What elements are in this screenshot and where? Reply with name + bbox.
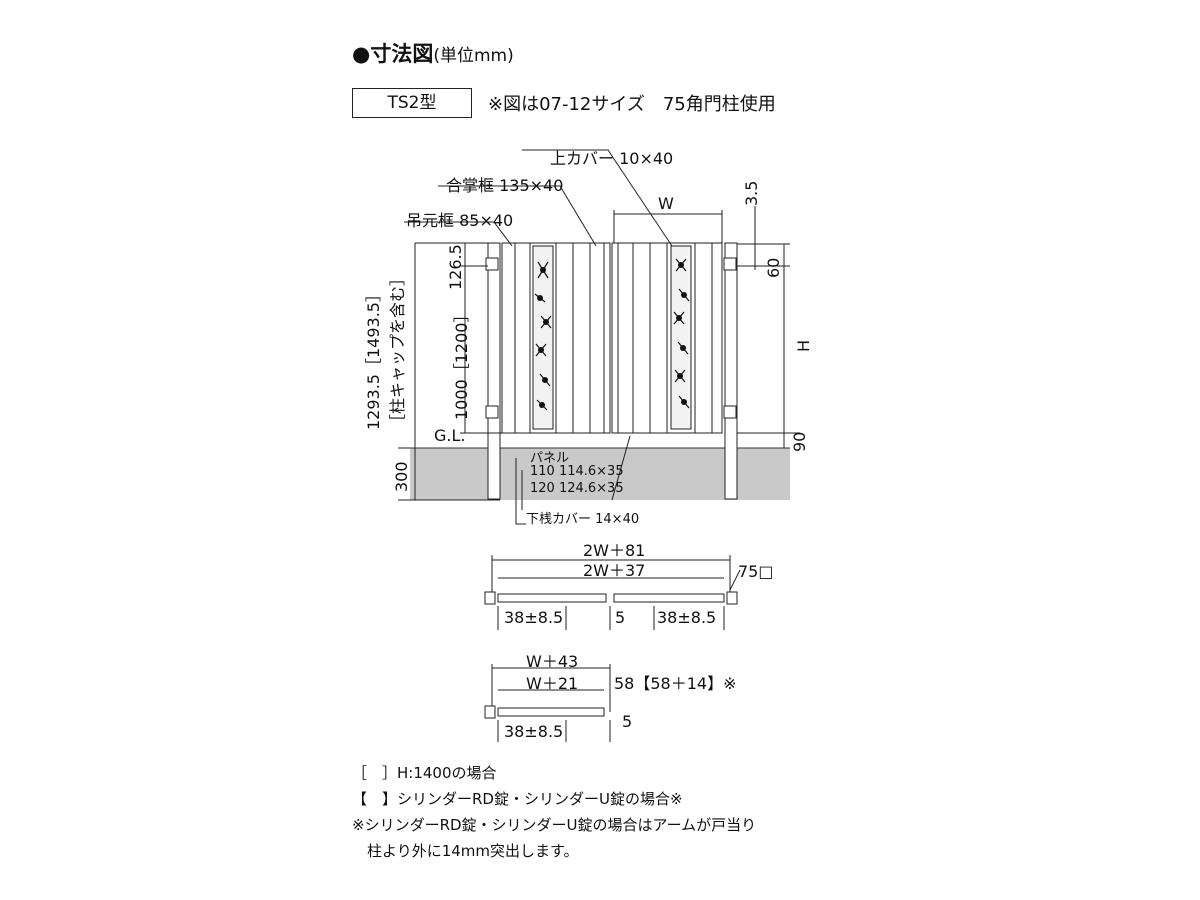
single-left-gap: 38±8.5: [504, 722, 564, 741]
single-outer-width: W＋43: [526, 652, 579, 671]
model-badge: TS2型: [352, 88, 472, 118]
panel-110-label: 110 114.6×35: [530, 464, 624, 479]
plan-post-size: 75□: [738, 562, 774, 581]
panel-label: パネル: [530, 451, 570, 466]
right-decorative-panel: [670, 245, 692, 430]
plan-left-post: [484, 591, 496, 605]
plan-inner-width: 2W＋37: [583, 561, 646, 580]
gap-top-label: 3.5: [742, 180, 761, 206]
legend-line-2: 【 】シリンダーRD錠・シリンダーU錠の場合※: [352, 790, 683, 808]
bottom-cover-label: 下桟カバー 14×40: [526, 512, 640, 527]
bottom-right-hinge: [723, 405, 737, 419]
plan-right-post: [726, 591, 738, 605]
bottom-offset-label: 90: [790, 431, 809, 452]
plan-center-gap: 5: [615, 608, 626, 627]
plan-single-leaf: [497, 707, 605, 717]
legend-line-3: ※シリンダーRD錠・シリンダーU錠の場合はアームが戸当り: [352, 816, 757, 834]
overall-height-note: ［柱キャップを含む］: [388, 269, 407, 430]
width-label: W: [658, 194, 674, 213]
height-label: H: [794, 339, 813, 352]
upper-dim-label: 126.5: [446, 244, 465, 290]
plan-left-leaf: [497, 593, 607, 603]
embed-depth-label: 300: [392, 461, 411, 492]
legend-line-4: 柱より外に14mm突出します。: [352, 842, 579, 860]
title-unit: (単位mm): [433, 46, 514, 66]
top-left-hinge: [485, 257, 499, 271]
single-gap: 5: [622, 712, 633, 731]
plan-single-post: [484, 705, 496, 719]
size-note: ※図は07-12サイズ 75角門柱使用: [488, 94, 776, 115]
plan-outer-width: 2W＋81: [583, 541, 646, 560]
legend-line-1: ［ ］H:1400の場合: [352, 764, 497, 782]
plan-right-leaf: [613, 593, 725, 603]
meeting-frame-label: 合掌框 135×40: [446, 176, 564, 195]
panel-120-label: 120 124.6×35: [530, 481, 624, 496]
right-post: [724, 242, 738, 500]
page-title: ●寸法図(単位mm): [352, 38, 514, 68]
ground-line-label: G.L.: [434, 426, 466, 445]
panel-height-label: 1000［1200］: [452, 306, 471, 420]
plan-right-gap: 38±8.5: [657, 608, 717, 627]
hinge-frame-label: 吊元框 85×40: [406, 211, 514, 230]
single-inner-width: W＋21: [526, 674, 579, 693]
left-decorative-panel: [532, 245, 554, 430]
left-post: [487, 242, 501, 500]
bottom-left-hinge: [485, 405, 499, 419]
top-cover-label: 上カバー 10×40: [550, 149, 674, 168]
plan-left-gap: 38±8.5: [504, 608, 564, 627]
overall-height-label: 1293.5［1493.5］: [364, 286, 383, 430]
top-offset-label: 60: [764, 257, 783, 278]
top-right-hinge: [723, 257, 737, 271]
title-text: ●寸法図: [352, 42, 434, 66]
single-depth: 58【58＋14】※: [614, 674, 737, 693]
